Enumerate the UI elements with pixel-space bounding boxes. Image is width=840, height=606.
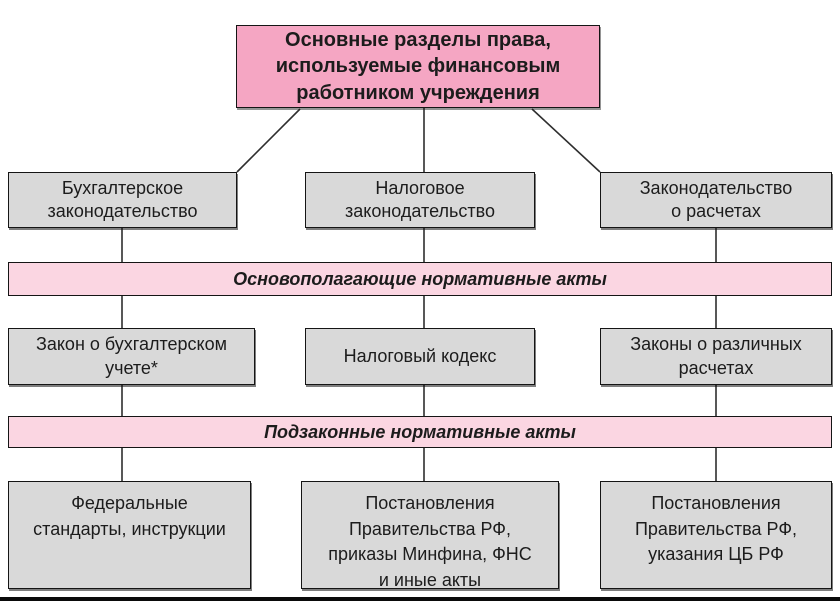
box-accounting-legislation: Бухгалтерское законодательство (8, 172, 237, 228)
root-title-box: Основные разделы права, используемые фин… (236, 25, 600, 108)
box-government-resolutions-minfin-fns: Постановления Правительства РФ, приказы … (301, 481, 559, 590)
band-bylaw-normative-acts: Подзаконные нормативные акты (8, 416, 832, 448)
box-government-resolutions-cb-rf: Постановления Правительства РФ, указания… (600, 481, 832, 589)
bottom-rule (0, 597, 840, 601)
box-tax-code: Налоговый кодекс (305, 328, 535, 385)
band-fundamental-normative-acts: Основополагающие нормативные акты (8, 262, 832, 296)
box-federal-standards-instructions: Федеральные стандарты, инструкции (8, 481, 251, 589)
box-settlements-legislation: Законодательство о расчетах (600, 172, 832, 228)
box-accounting-law: Закон о бухгалтерском учете* (8, 328, 255, 385)
box-tax-legislation: Налоговое законодательство (305, 172, 535, 228)
box-settlement-laws: Законы о различных расчетах (600, 328, 832, 385)
